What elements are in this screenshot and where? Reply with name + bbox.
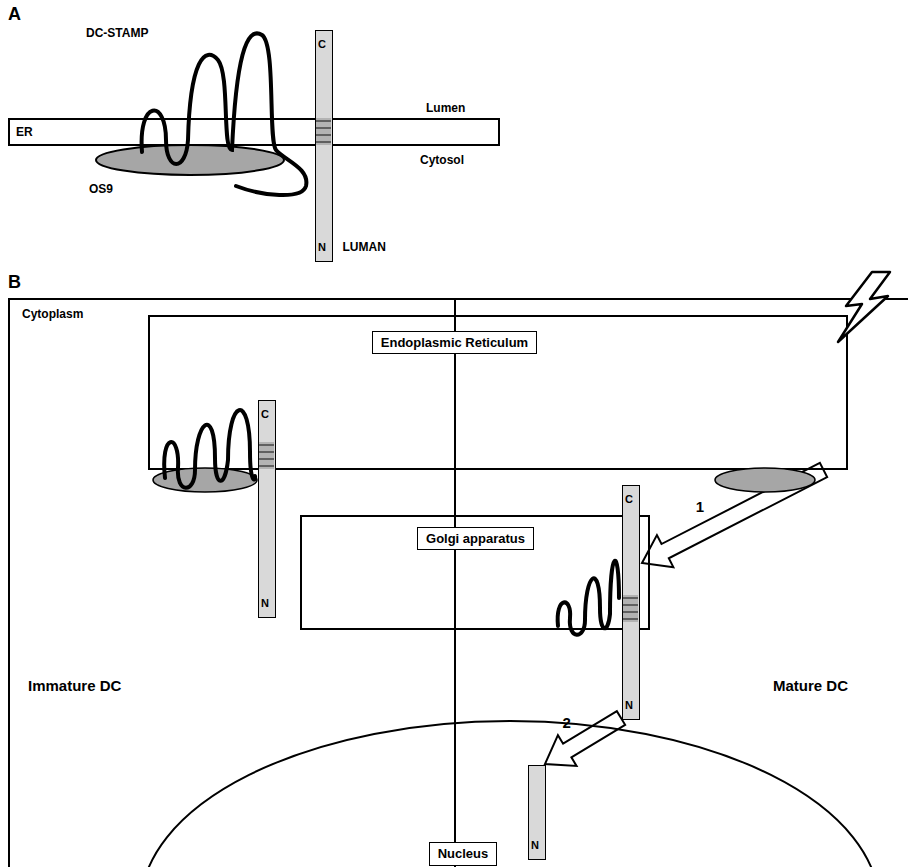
stripe-line	[623, 597, 638, 599]
block-arrow	[545, 711, 625, 766]
node-text: C	[318, 38, 326, 51]
text-slot: N	[531, 834, 539, 853]
edge-label-slot: 1	[696, 497, 704, 516]
transmembrane-stripes	[259, 401, 274, 616]
stripe-line	[623, 604, 638, 606]
text-slot: ER	[16, 121, 33, 140]
label-slot: B	[8, 272, 21, 294]
ellipse-outline	[140, 720, 880, 867]
node-text: Mature DC	[773, 677, 848, 695]
transmembrane-band	[259, 442, 274, 469]
dc-stamp-squiggle	[164, 410, 255, 488]
node-text: Cytoplasm	[22, 307, 83, 321]
transmembrane-stripes	[623, 486, 638, 718]
stripe-line	[316, 141, 331, 143]
stripe-line	[259, 465, 274, 467]
edge-label-slot: 2	[563, 713, 571, 732]
text-slot: Immature DC	[28, 676, 121, 695]
os9-ellipse: OS9	[95, 144, 285, 176]
stimulus-bolt	[838, 272, 890, 342]
node-text: N	[261, 597, 269, 610]
text-slot: Endoplasmic Reticulum	[372, 331, 537, 355]
transmembrane-band	[316, 118, 331, 145]
node-text: C	[261, 408, 269, 421]
node-text: Nucleus	[429, 842, 498, 866]
node-text: Immature DC	[28, 677, 121, 695]
os9-ellipse	[715, 468, 815, 492]
luman-protein: CNLUMAN	[315, 30, 333, 262]
stripe-line	[316, 127, 331, 129]
text-slot: C	[318, 33, 326, 52]
luman-fragment: N	[528, 765, 546, 860]
block-arrow	[642, 463, 827, 567]
stripe-line	[259, 444, 274, 446]
label-slot: DC-STAMP	[86, 22, 148, 41]
node-text: C	[625, 493, 633, 506]
endoplasmic-reticulum: Endoplasmic Reticulum	[148, 315, 848, 470]
ellipse-shape	[96, 145, 284, 175]
panel-letter: A	[8, 4, 21, 26]
label-slot: Lumen	[426, 97, 465, 116]
nucleus-outline: Nucleus	[140, 720, 880, 867]
text-slot: N	[625, 694, 633, 713]
text-slot: Golgi apparatus	[417, 527, 534, 551]
panel-letter: B	[8, 272, 21, 294]
text-slot: Nucleus	[429, 842, 498, 866]
divider-line	[454, 298, 456, 867]
luman-protein: CN	[258, 400, 276, 618]
text-slot: N	[318, 236, 326, 255]
node-text: OS9	[89, 182, 113, 196]
dc-stamp-squiggle	[558, 561, 619, 635]
protein-label: DC-STAMP	[86, 26, 148, 40]
transmembrane-band	[623, 595, 638, 622]
label-slot: Cytosol	[420, 149, 464, 168]
text-slot: C	[625, 488, 633, 507]
ellipse-outline	[95, 144, 285, 176]
callout-number: 2	[563, 714, 571, 732]
text-slot: Cytoplasm	[22, 303, 83, 322]
stripe-line	[316, 134, 331, 136]
cell-outline: CytoplasmImmature DC Mature DC Endoplasmic…	[8, 298, 908, 867]
stripe-line	[316, 120, 331, 122]
stripe-line	[623, 618, 638, 620]
er-membrane-band: ER	[8, 118, 500, 146]
node-text: LUMAN	[343, 240, 386, 254]
callout-number: 1	[696, 498, 704, 516]
golgi-apparatus: Golgi apparatus	[300, 515, 650, 630]
stripe-line	[259, 458, 274, 460]
luman-protein: CN	[622, 485, 640, 720]
label-slot: A	[8, 4, 21, 26]
node-text: N	[625, 699, 633, 712]
compartment-label: Lumen	[426, 101, 465, 115]
stripe-line	[623, 611, 638, 613]
node-text: ER	[16, 125, 33, 139]
text-slot: N	[261, 592, 269, 611]
text-slot: Mature DC	[773, 676, 848, 695]
compartment-label: Cytosol	[420, 153, 464, 167]
node-text: N	[318, 241, 326, 254]
node-text: Endoplasmic Reticulum	[372, 331, 537, 355]
node-text: N	[531, 839, 539, 852]
text-slot: LUMAN	[343, 236, 386, 255]
text-slot: OS9	[89, 178, 113, 197]
ellipse-shape	[141, 721, 879, 867]
stripe-line	[259, 451, 274, 453]
text-slot: C	[261, 403, 269, 422]
transmembrane-stripes	[316, 31, 331, 260]
os9-ellipse	[153, 468, 257, 492]
node-text: Golgi apparatus	[417, 527, 534, 551]
